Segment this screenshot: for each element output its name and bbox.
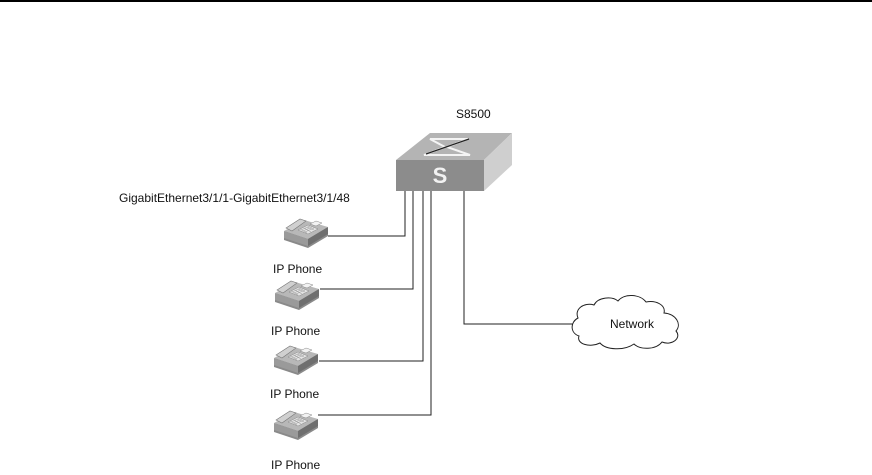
ip-phone-icon bbox=[275, 281, 319, 310]
port-range-label: GigabitEthernet3/1/1-GigabitEthernet3/1/… bbox=[119, 191, 350, 205]
ip-phone-icon bbox=[274, 346, 318, 375]
ip-phone-label: IP Phone bbox=[271, 458, 320, 472]
ip-phone-icon bbox=[274, 411, 318, 440]
ip-phone-label: IP Phone bbox=[273, 262, 322, 276]
link-phone-3 bbox=[319, 191, 423, 361]
ip-phone-1[interactable]: IP Phone bbox=[273, 219, 328, 276]
network-label: Network bbox=[610, 317, 655, 331]
ip-phone-icon bbox=[284, 219, 328, 248]
link-phone-2 bbox=[320, 191, 413, 289]
ip-phone-4[interactable]: IP Phone bbox=[271, 411, 320, 472]
svg-text:S: S bbox=[433, 163, 448, 188]
link-network bbox=[464, 191, 578, 324]
network-cloud[interactable]: Network bbox=[572, 295, 678, 348]
switch-label: S8500 bbox=[456, 107, 491, 121]
link-phone-4 bbox=[318, 191, 431, 415]
ip-phone-2[interactable]: IP Phone bbox=[271, 281, 320, 338]
ip-phone-3[interactable]: IP Phone bbox=[270, 346, 319, 401]
ip-phone-label: IP Phone bbox=[270, 387, 319, 401]
ip-phone-label: IP Phone bbox=[271, 324, 320, 338]
switch-icon[interactable]: S bbox=[396, 133, 512, 191]
